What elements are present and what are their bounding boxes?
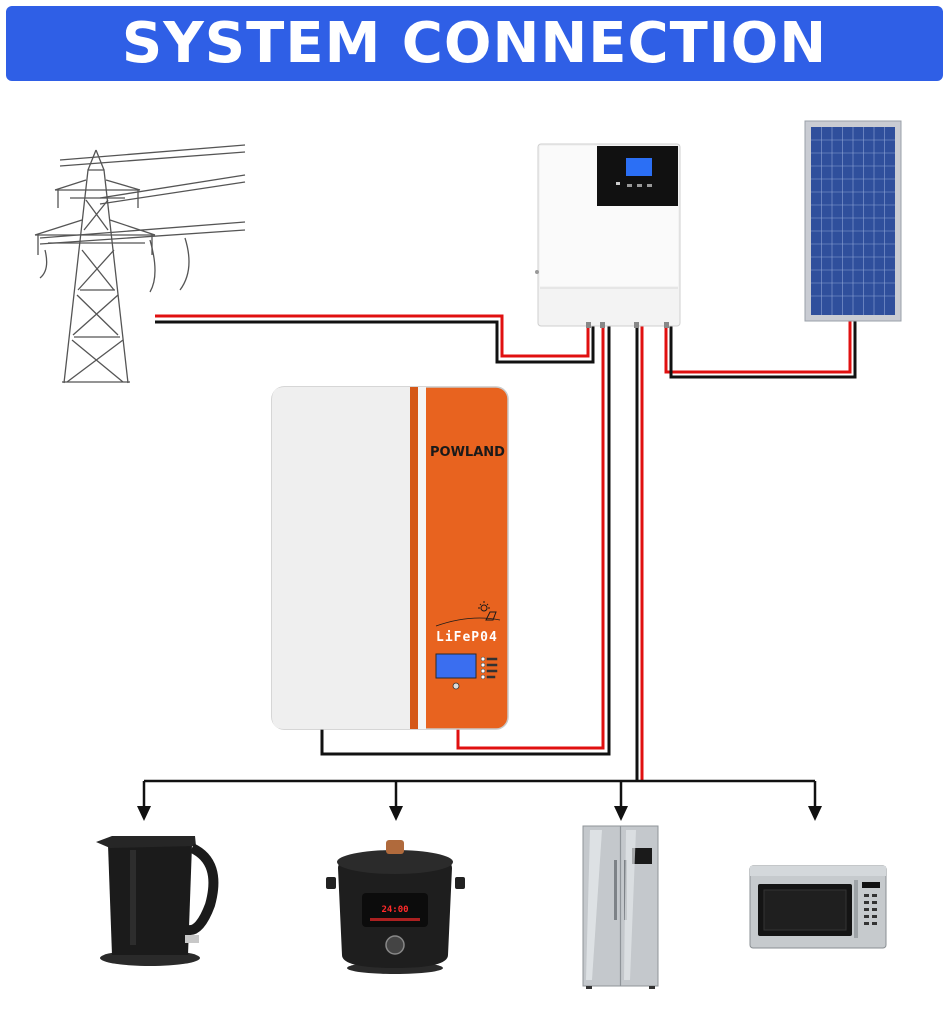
kettle-icon [96,836,219,966]
microwave-icon [749,865,887,949]
grid-wire-red [155,314,590,358]
arrowhead-1 [137,806,151,821]
battery-lcd [435,653,477,679]
arrowhead-4 [808,806,822,821]
battery-status-leds [480,656,498,680]
solar-wire-red [664,320,852,374]
battery-power-button-icon [452,682,460,690]
battery-wire-red [456,326,605,750]
battery-icon: POWLAND LiFeP04 [271,386,509,730]
fridge-display-icon [632,848,652,864]
refrigerator-icon [582,825,659,989]
solar-wire-black [669,320,857,379]
page-title: SYSTEM CONNECTION [121,11,828,76]
transmission-tower-icon [34,144,246,384]
arrowhead-2 [389,806,403,821]
cooker-knob-icon [385,935,405,955]
battery-wire-black [320,326,611,756]
wiring [142,314,857,808]
battery-brand: POWLAND [430,445,505,460]
title-banner: SYSTEM CONNECTION [6,6,943,81]
cooker-display: 24:00 [381,905,408,915]
inverter-icon [535,143,681,328]
arrowheads [137,806,822,821]
rice-cooker-icon: 24:00 [326,840,465,974]
grid-wire-black [155,320,595,364]
arrowhead-3 [614,806,628,821]
solar-logo-icon [435,601,501,627]
solar-panel-icon [804,120,902,322]
battery-chemistry: LiFeP04 [436,630,498,645]
inverter-lcd [626,158,652,176]
